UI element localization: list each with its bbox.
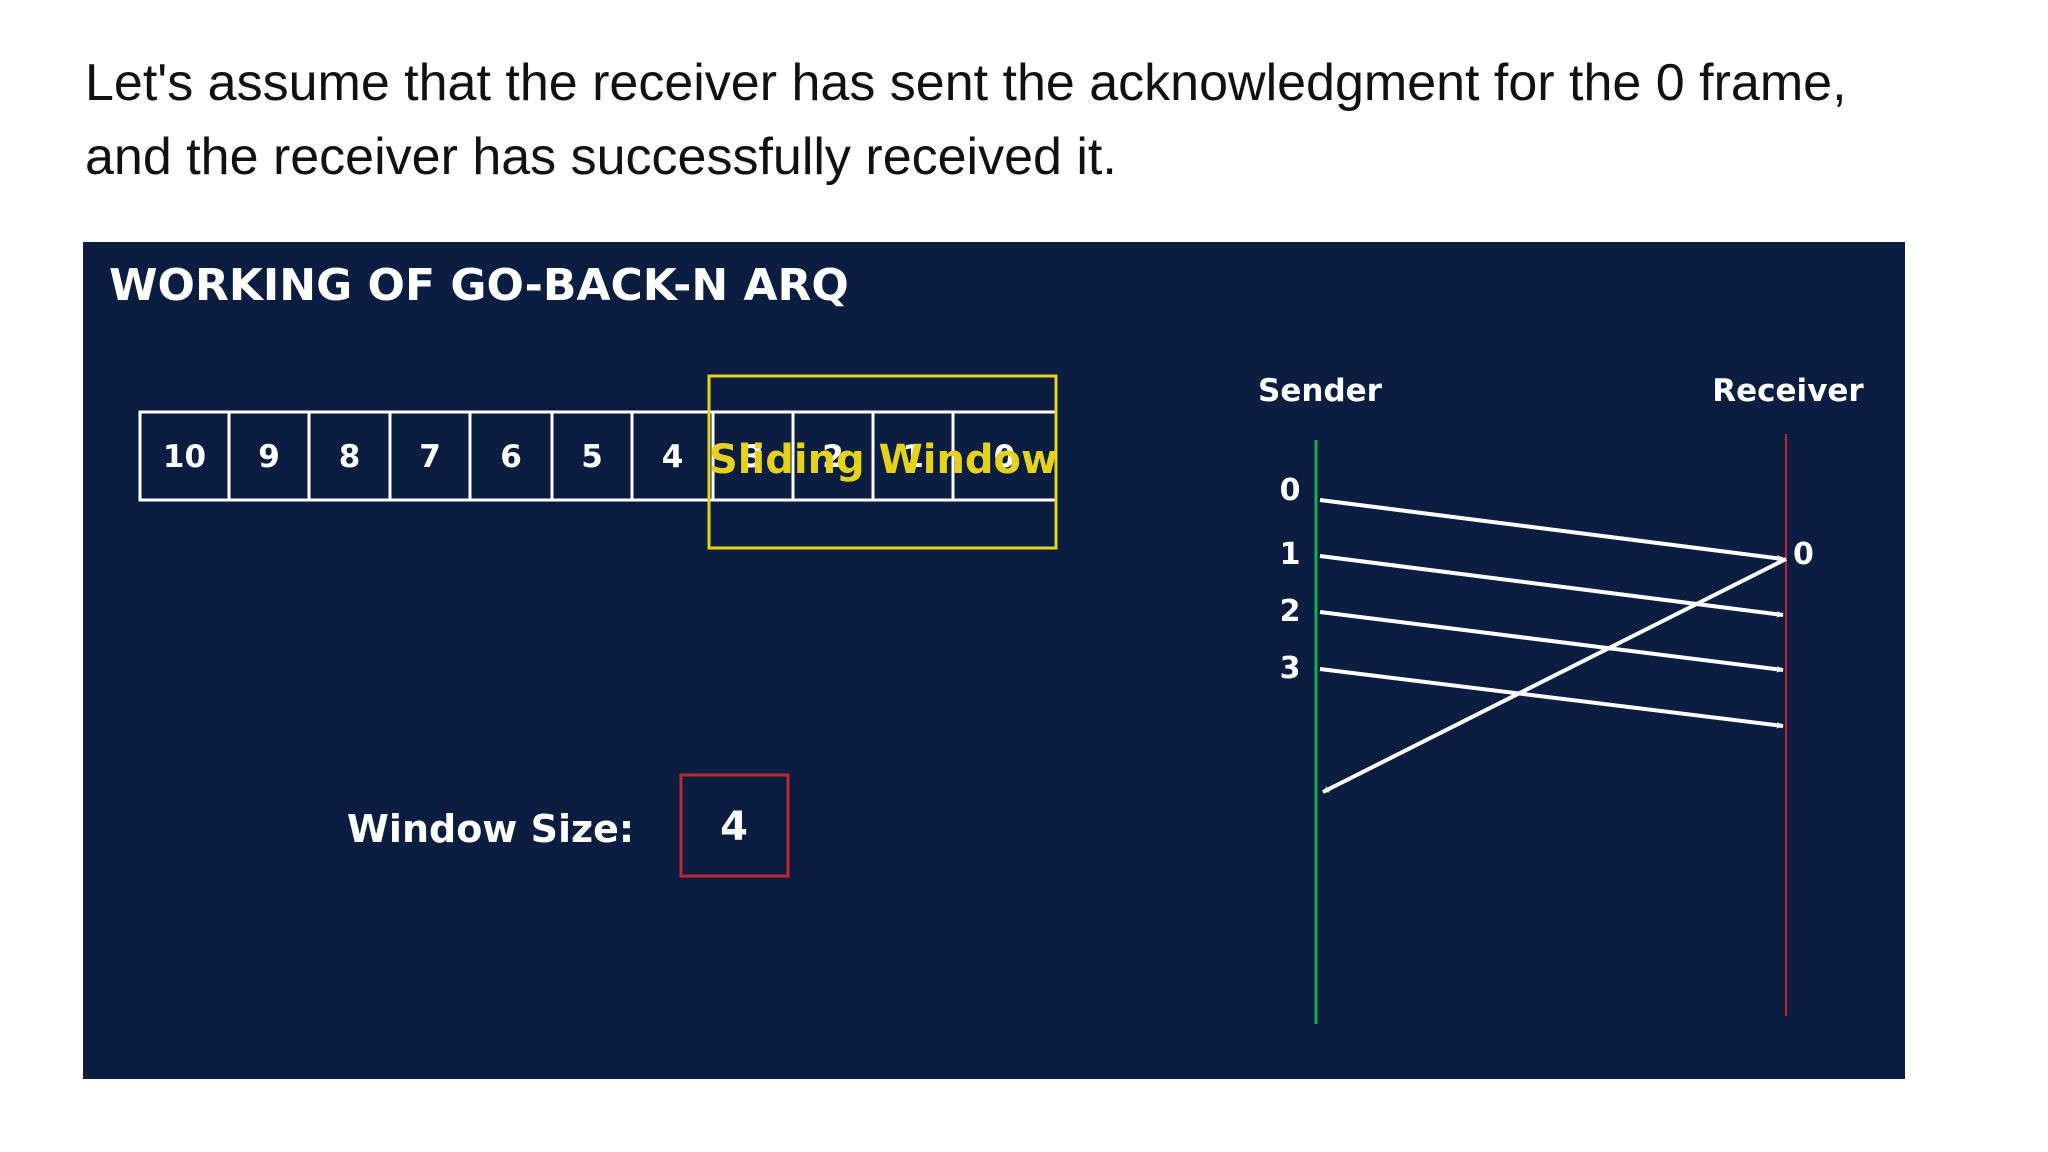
- frame-number: 4: [662, 439, 684, 475]
- frame-number: 3: [742, 439, 764, 475]
- sender-frame-number: 3: [1280, 651, 1301, 686]
- frame-0-arrow: [1319, 498, 1784, 562]
- sender-frame-number: 1: [1280, 537, 1301, 572]
- window-size-value: 4: [720, 804, 748, 850]
- caption-line-1: Let's assume that the receiver has sent …: [85, 54, 1847, 112]
- frame-number: 1: [902, 439, 924, 475]
- window-size-box: [679, 773, 790, 878]
- frame-number: 9: [258, 439, 280, 475]
- frame-number: 6: [500, 439, 522, 475]
- frame-number: 10: [163, 439, 206, 475]
- window-size-label: Window Size:: [347, 807, 634, 851]
- frame-number: 7: [419, 439, 441, 475]
- sliding-window-highlight: [707, 374, 1058, 550]
- frame-number: 0: [994, 439, 1016, 475]
- sender-label: Sender: [1258, 373, 1383, 409]
- frame-number: 2: [822, 439, 844, 475]
- receiver-label: Receiver: [1712, 373, 1864, 409]
- sender-frame-number: 2: [1280, 594, 1301, 629]
- frame-2-arrow: [1319, 610, 1784, 673]
- ack-0-arrow: [1322, 557, 1787, 794]
- receiver-ack-mark: 0: [1793, 537, 1814, 572]
- sliding-window-label: Sliding Window: [709, 437, 1058, 483]
- caption-line-2: and the receiver has successfully receiv…: [85, 128, 1117, 186]
- frame-number: 5: [581, 439, 603, 475]
- slide-caption: Let's assume that the receiver has sent …: [85, 46, 2005, 194]
- frame-1-arrow: [1319, 554, 1784, 618]
- frame-number: 8: [339, 439, 361, 475]
- diagram-title: WORKING OF GO-BACK-N ARQ: [109, 260, 849, 311]
- frame-3-arrow: [1319, 667, 1784, 729]
- sender-frame-number: 0: [1280, 473, 1301, 508]
